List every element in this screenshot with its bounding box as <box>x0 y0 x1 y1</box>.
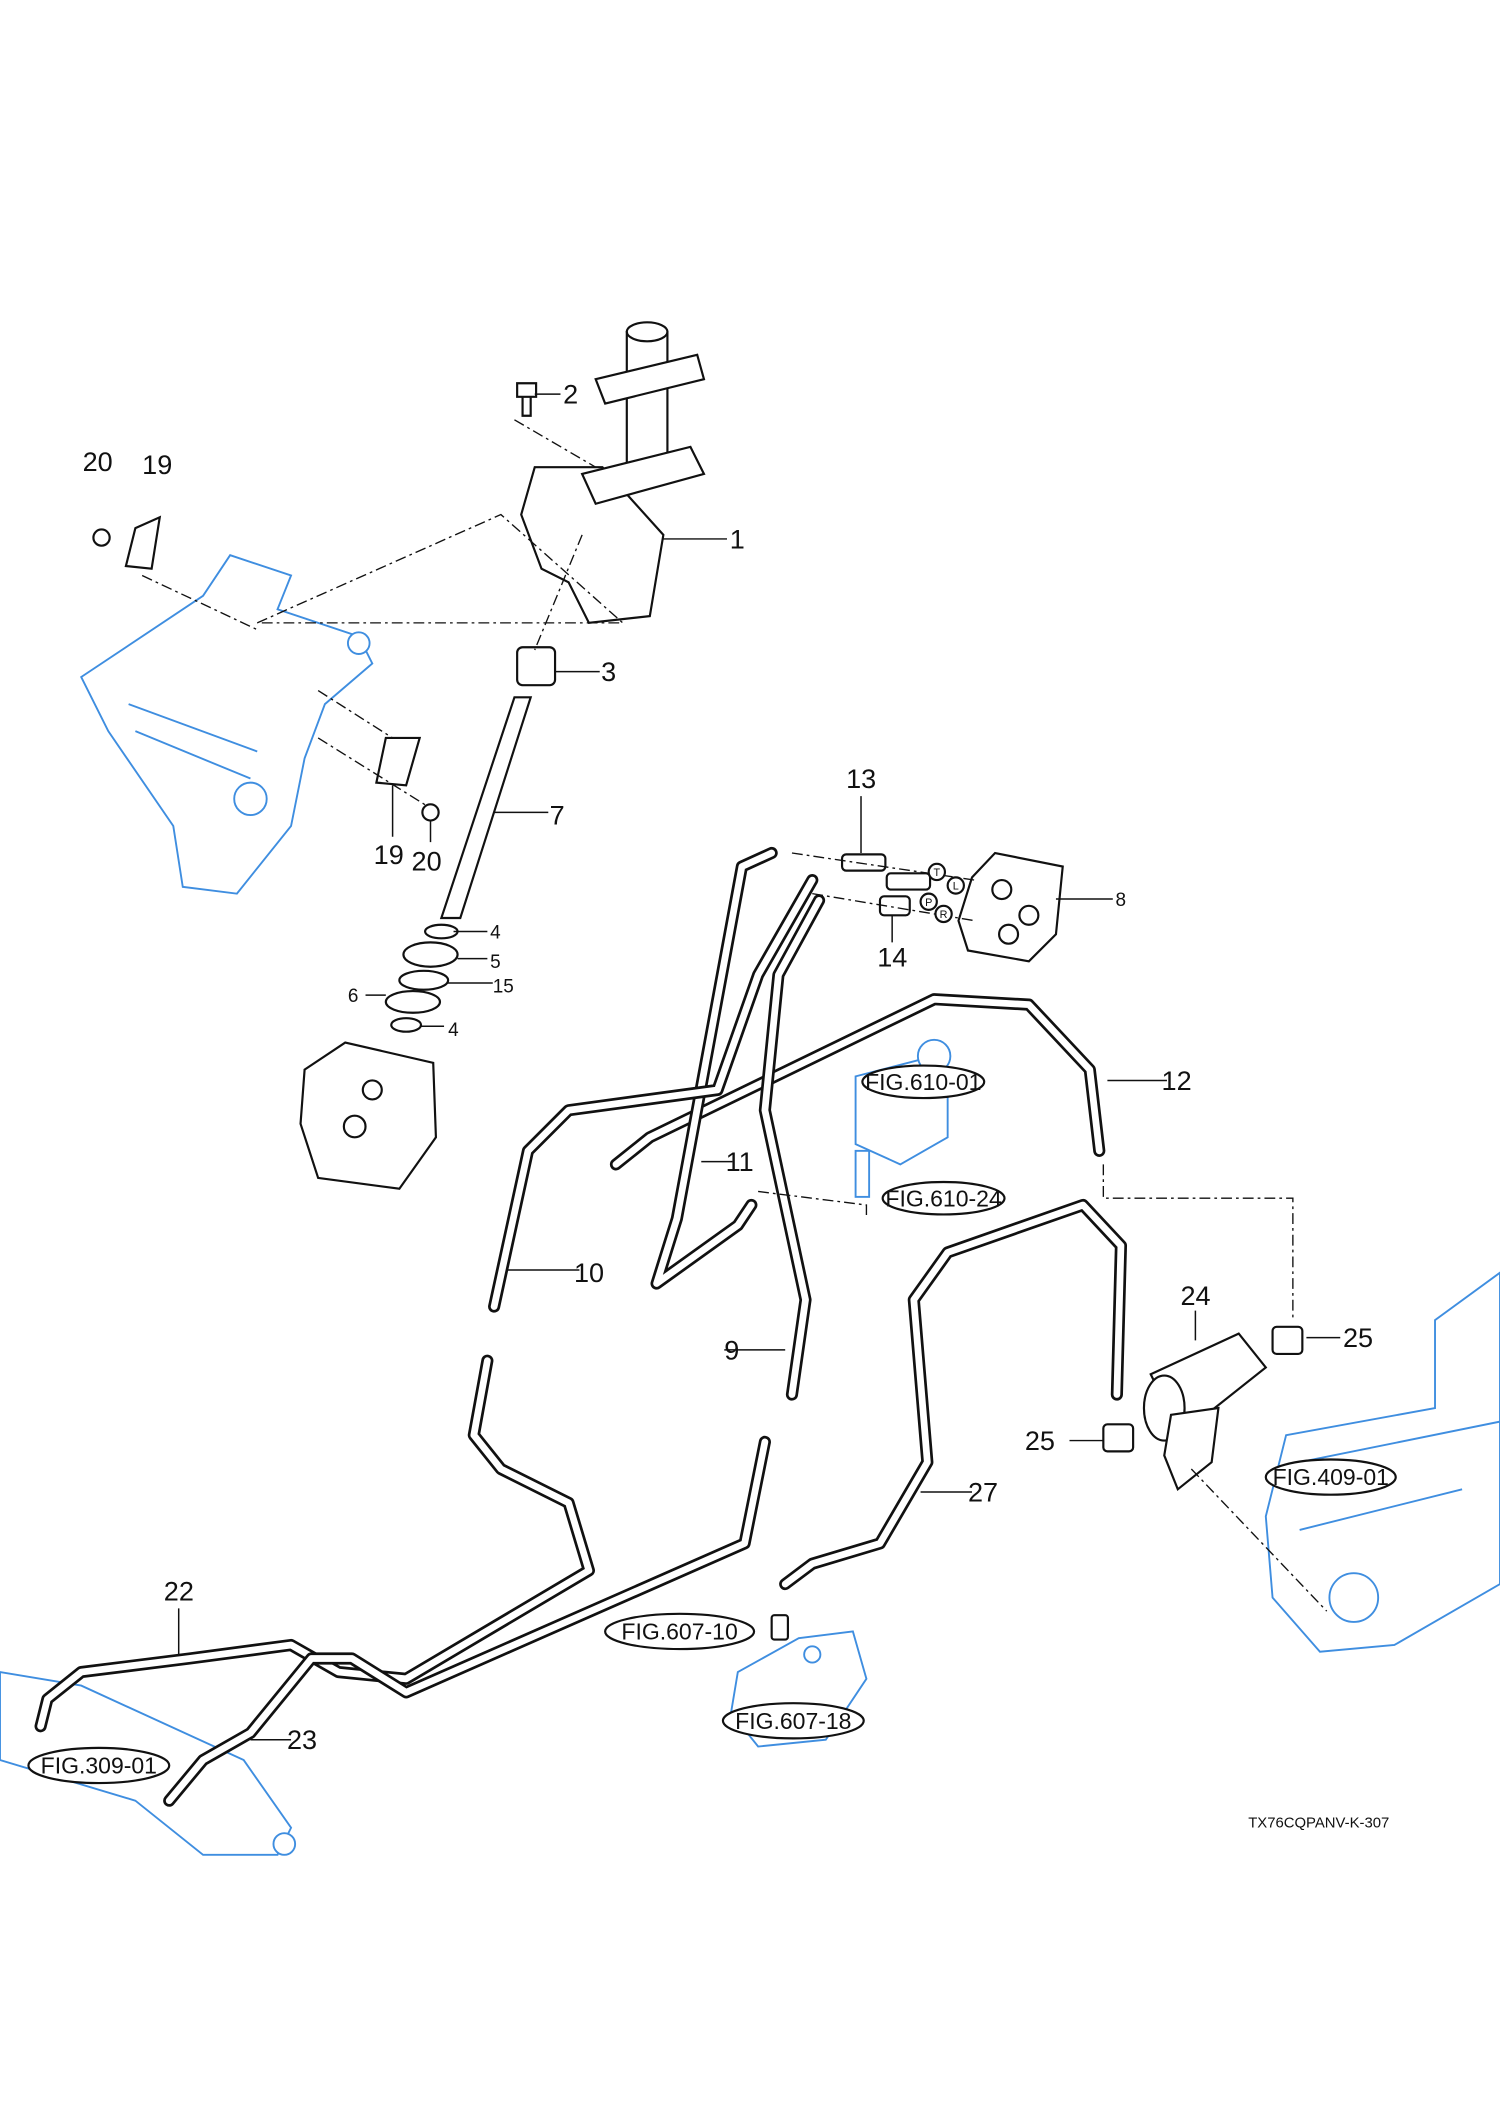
steering-unit-reference <box>299 1041 438 1190</box>
hose-27 <box>779 1198 1128 1591</box>
steering-column-bracket <box>520 321 706 625</box>
callout-20: 20 <box>83 446 113 477</box>
callout-14: 14 <box>877 942 907 973</box>
reference-frame-left <box>80 554 374 895</box>
bolt-20a <box>92 528 111 547</box>
fitting-25a <box>1271 1325 1304 1356</box>
reference-lines <box>141 419 1328 1612</box>
callout-20: 20 <box>412 846 442 877</box>
callout-22: 22 <box>164 1575 194 1606</box>
callout-9: 9 <box>724 1334 739 1365</box>
filter-24 <box>1142 1332 1268 1492</box>
callout-13: 13 <box>846 763 876 794</box>
callout-19: 19 <box>142 449 172 480</box>
bracket-19a <box>124 515 162 570</box>
bolt-20b <box>421 803 440 822</box>
callout-10: 10 <box>574 1257 604 1288</box>
callout-8: 8 <box>1116 890 1127 911</box>
fig-ref-610-24[interactable]: FIG.610-24 <box>885 1185 1002 1211</box>
reference-transmission-right <box>1264 1271 1500 1653</box>
seal-6 <box>384 990 442 1014</box>
diagram-code: TX76CQPANV-K-307 <box>1248 1816 1389 1832</box>
callout-7: 7 <box>550 800 565 831</box>
fitting-607-10 <box>770 1614 789 1641</box>
bearing-5 <box>402 941 459 968</box>
collar-3 <box>516 646 557 687</box>
callout-27: 27 <box>968 1476 998 1507</box>
port-labels: T L P R <box>919 862 965 924</box>
hose-22 <box>34 1354 595 1733</box>
bracket-19b <box>375 736 422 787</box>
callout-3: 3 <box>601 656 616 687</box>
steering-valve-8 <box>957 851 1064 963</box>
port-P: P <box>925 897 932 909</box>
snap-ring-4 <box>424 923 459 940</box>
port-L: L <box>953 881 959 893</box>
callout-24: 24 <box>1181 1280 1211 1311</box>
bolt-2 <box>516 382 538 417</box>
fitting-14 <box>878 895 911 917</box>
leader-lines <box>177 393 1341 1741</box>
callout-11: 11 <box>726 1146 754 1177</box>
callout-4: 4 <box>490 922 501 943</box>
figure-references: FIG.610-01 FIG.610-24 FIG.409-01 FIG.607… <box>27 1064 1397 1785</box>
o-ring-15 <box>398 969 450 991</box>
callout-4: 4 <box>448 1020 459 1041</box>
callout-15: 15 <box>493 976 514 997</box>
port-T: T <box>934 867 941 879</box>
callout-25: 25 <box>1025 1425 1055 1456</box>
fitting-25b <box>1102 1423 1135 1453</box>
callout-25: 25 <box>1343 1322 1373 1353</box>
reference-valve-block <box>854 1038 952 1198</box>
fitting-13 <box>840 853 932 891</box>
hoses <box>34 846 1128 1807</box>
snap-ring-4b <box>390 1017 423 1033</box>
callout-1: 1 <box>730 523 745 554</box>
callout-5: 5 <box>490 952 501 973</box>
fig-ref-309-01[interactable]: FIG.309-01 <box>41 1753 157 1779</box>
callout-6: 6 <box>348 986 359 1007</box>
callouts: 2 1 20 19 3 7 19 20 4 5 15 6 4 13 8 14 1… <box>83 379 1373 1756</box>
callout-12: 12 <box>1162 1065 1192 1096</box>
fig-ref-409-01[interactable]: FIG.409-01 <box>1273 1464 1389 1490</box>
callout-23: 23 <box>287 1724 317 1755</box>
steering-shaft-7 <box>439 696 533 920</box>
callout-19: 19 <box>374 839 404 870</box>
callout-2: 2 <box>563 379 578 410</box>
port-R: R <box>940 909 948 921</box>
fig-ref-607-18[interactable]: FIG.607-18 <box>735 1708 851 1734</box>
fig-ref-610-01[interactable]: FIG.610-01 <box>865 1069 981 1095</box>
fig-ref-607-10[interactable]: FIG.607-10 <box>621 1619 737 1645</box>
